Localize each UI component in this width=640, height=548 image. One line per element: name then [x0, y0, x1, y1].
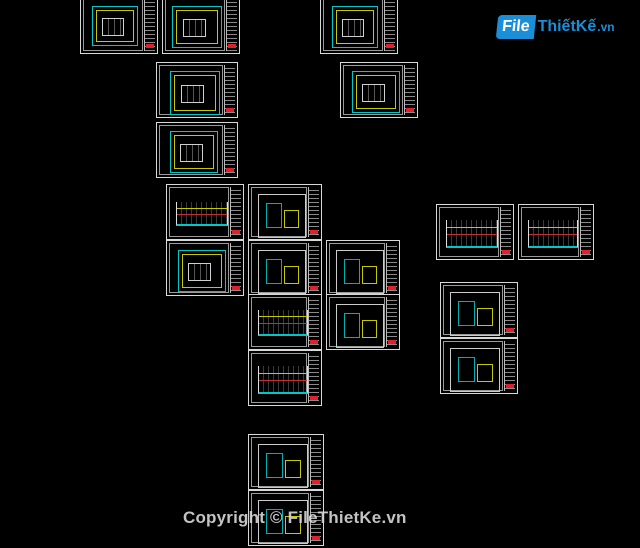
sheet-floor-plan-2	[156, 62, 238, 118]
sheet-bottom-detail-1	[248, 434, 324, 490]
copyright-watermark: Copyright © FileThietKe.vn	[183, 508, 407, 527]
sheet-section-2	[326, 294, 400, 350]
logo-tld: .vn	[597, 20, 615, 34]
sheet-floor-plan-top-3	[320, 0, 398, 54]
sheet-elevation-1	[166, 184, 244, 240]
sheet-right-detail-1	[440, 282, 518, 338]
sheet-detail-3	[326, 240, 400, 296]
sheet-detail-2	[248, 240, 322, 296]
filethietke-logo: File ThiếtKế .vn	[495, 12, 615, 42]
logo-file-badge: File	[495, 15, 536, 39]
sheet-section-3	[248, 350, 322, 406]
sheet-detail-1	[248, 184, 322, 240]
sheet-section-1	[248, 294, 322, 350]
sheet-elevation-2	[166, 240, 244, 296]
sheet-roof-plan	[156, 122, 238, 178]
logo-text: ThiếtKế	[537, 18, 597, 35]
sheet-right-elevation-1	[436, 204, 514, 260]
sheet-bottom-detail-2	[248, 490, 324, 546]
sheet-floor-plan-top-1	[80, 0, 158, 54]
sheet-right-elevation-2	[518, 204, 594, 260]
sheet-floor-plan-top-2	[162, 0, 240, 54]
sheet-right-detail-2	[440, 338, 518, 394]
sheet-floor-plan-3	[340, 62, 418, 118]
